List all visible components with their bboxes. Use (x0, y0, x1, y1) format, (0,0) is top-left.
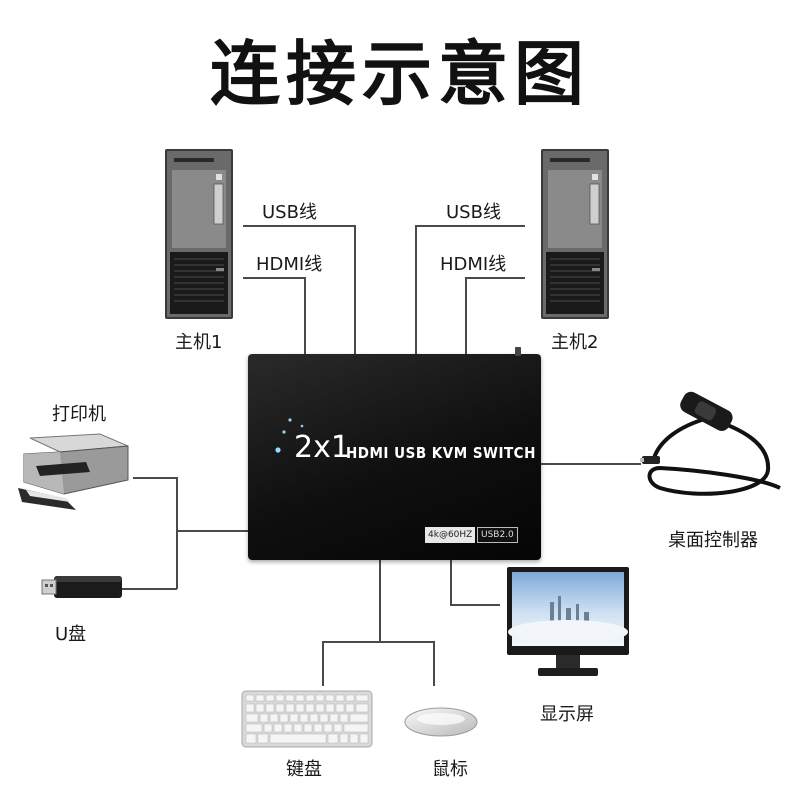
host2-pc-icon (541, 149, 609, 319)
keyboard-label: 键盘 (286, 759, 322, 780)
usb-flash-drive-icon (41, 576, 122, 598)
desk-controller-icon (640, 391, 781, 496)
printer-label: 打印机 (52, 404, 106, 425)
kvm-usb-badge: USB2.0 (477, 527, 518, 543)
hdmi-cable-label-left: HDMI线 (256, 254, 323, 275)
hdmi-cable-label-right: HDMI线 (440, 254, 507, 275)
usb-cable-label-left: USB线 (262, 202, 317, 223)
page-title: 连接示意图 (210, 33, 590, 115)
keyboard-icon (241, 690, 373, 748)
kvm-name-text: HDMI USB KVM SWITCH (346, 444, 536, 462)
kvm-button-icon (515, 347, 521, 356)
monitor-label: 显示屏 (540, 704, 594, 725)
host1-pc-icon (165, 149, 233, 319)
printer-icon (18, 433, 129, 510)
monitor-icon (507, 567, 629, 676)
kvm-ports-text: 2x1 (294, 430, 350, 465)
host1-label: 主机1 (175, 332, 223, 353)
host2-label: 主机2 (551, 332, 599, 353)
kvm-switch-device (248, 354, 541, 560)
kvm-led-dots-icon (275, 418, 304, 453)
mouse-label: 鼠标 (432, 759, 468, 780)
usb-cable-label-right: USB线 (446, 202, 501, 223)
udisk-label: U盘 (55, 624, 87, 645)
kvm-resolution-badge: 4k@60HZ (425, 527, 476, 543)
mouse-icon (404, 707, 478, 737)
desk-controller-label: 桌面控制器 (668, 530, 758, 551)
